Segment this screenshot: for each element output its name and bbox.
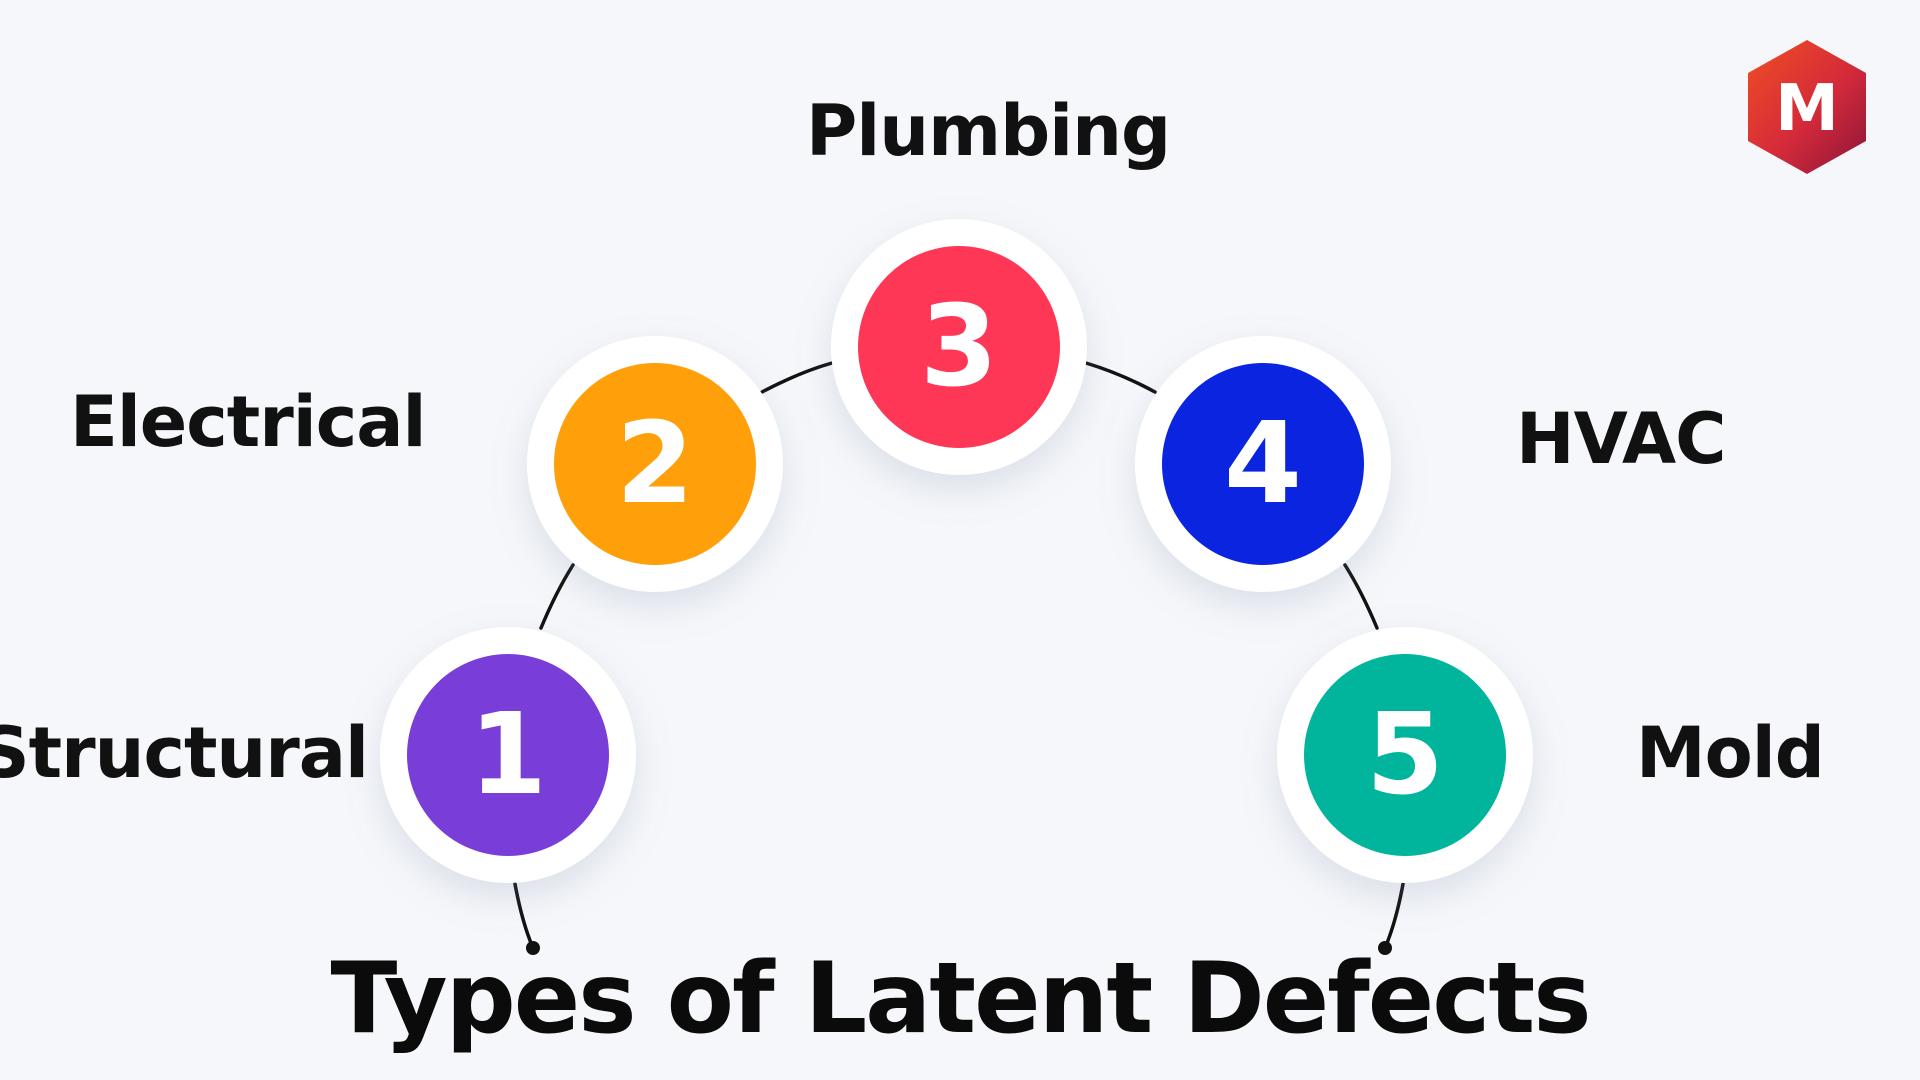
connector-lines [513,361,1405,950]
circle-number-5: 5 [1366,690,1444,820]
connector-end-dot-left [526,941,540,955]
circle-item-5: 5 [1277,627,1533,883]
label-electrical: Electrical [70,381,426,463]
circle-fill-2 [554,363,756,565]
connector-end-dot-right [1378,941,1392,955]
label-structural: Structural [0,712,369,794]
connector-1-end [513,882,535,950]
circle-fill-1 [407,654,609,856]
circle-number-3: 3 [920,282,998,412]
connector-5-end [1383,882,1405,950]
label-mold: Mold [1636,712,1825,794]
circle-fill-3 [858,246,1060,448]
circle-fill-4 [1162,363,1364,565]
connector-4-5 [1343,563,1379,630]
circle-item-4: 4 [1135,336,1391,592]
brand-logo: M [1748,40,1866,174]
circle-number-1: 1 [469,690,547,820]
logo-hexagon-icon [1748,40,1866,174]
connector-1-2 [539,563,575,630]
circle-number-2: 2 [616,399,694,529]
logo-letter: M [1775,72,1839,146]
circle-item-2: 2 [527,336,783,592]
circle-number-4: 4 [1224,399,1302,529]
label-plumbing: Plumbing [806,90,1171,172]
connector-3-4 [1084,361,1157,394]
page-title: Types of Latent Defects [330,942,1591,1056]
circle-fill-5 [1304,654,1506,856]
label-hvac: HVAC [1516,398,1727,480]
connector-2-3 [760,361,834,394]
circle-item-3: 3 [831,219,1087,475]
circle-item-1: 1 [380,627,636,883]
